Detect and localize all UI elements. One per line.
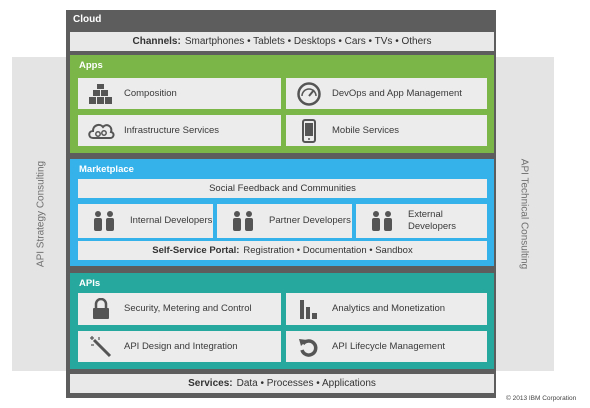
services-label: Services: (188, 378, 233, 389)
channels-label: Channels: (132, 36, 181, 47)
internal-developers-card: Internal Developers (78, 204, 213, 238)
api-strategy-consulting-label: API Strategy Consulting (35, 160, 47, 268)
api-lifecycle-card: API Lifecycle Management (286, 331, 487, 362)
analytics-label: Analytics and Monetization (332, 303, 446, 314)
api-strategy-consulting-bar: API Strategy Consulting (12, 57, 70, 371)
smartphone-icon (286, 118, 332, 143)
api-technical-consulting-label: API Technical Consulting (518, 158, 530, 270)
people-icon (78, 210, 130, 232)
services-text: Data • Processes • Applications (236, 378, 376, 389)
lock-icon (78, 298, 124, 320)
api-lifecycle-label: API Lifecycle Management (332, 340, 446, 352)
mobile-services-label: Mobile Services (332, 124, 400, 136)
gauge-icon (286, 81, 332, 106)
blocks-icon (78, 83, 124, 105)
marketplace-title: Marketplace (79, 164, 134, 175)
services-bar: Services: Data • Processes • Application… (70, 374, 494, 393)
internal-developers-label: Internal Developers (130, 215, 213, 226)
apps-title: Apps (79, 60, 103, 71)
bar-chart-icon (286, 298, 332, 320)
apps-section: Apps Composition DevOps and App Manageme… (70, 55, 494, 153)
refresh-icon (286, 336, 332, 358)
apis-title: APIs (79, 278, 101, 289)
self-service-portal-label: Self-Service Portal: (152, 245, 240, 256)
channels-text: Smartphones • Tablets • Desktops • Cars … (184, 36, 432, 47)
social-feedback-label: Social Feedback and Communities (209, 183, 356, 194)
social-feedback-bar: Social Feedback and Communities (78, 179, 487, 198)
people-icon (217, 210, 269, 232)
people-icon (356, 210, 408, 232)
composition-card: Composition (78, 78, 281, 109)
partner-developers-card: Partner Developers (217, 204, 352, 238)
analytics-card: Analytics and Monetization (286, 293, 487, 325)
apis-section: APIs Security, Metering and Control Anal… (70, 273, 494, 369)
cloud-title: Cloud (73, 14, 102, 25)
infrastructure-card: Infrastructure Services (78, 115, 281, 146)
api-technical-consulting-bar: API Technical Consulting (494, 57, 554, 371)
self-service-portal-text: Registration • Documentation • Sandbox (243, 245, 413, 256)
composition-label: Composition (124, 87, 177, 99)
channels-bar: Channels: Smartphones • Tablets • Deskto… (70, 32, 494, 51)
external-developers-label: External Developers (408, 209, 457, 232)
self-service-portal-bar: Self-Service Portal: Registration • Docu… (78, 241, 487, 260)
api-design-card: API Design and Integration (78, 331, 281, 362)
devops-label: DevOps and App Management (332, 87, 462, 99)
mobile-services-card: Mobile Services (286, 115, 487, 146)
magic-wand-icon (78, 335, 124, 359)
external-developers-card: External Developers (356, 204, 487, 238)
cloud-gears-icon (78, 120, 124, 142)
security-label: Security, Metering and Control (124, 303, 252, 314)
devops-card: DevOps and App Management (286, 78, 487, 109)
partner-developers-label: Partner Developers (269, 215, 351, 226)
copyright-text: © 2013 IBM Corporation (506, 395, 577, 402)
marketplace-section: Marketplace Social Feedback and Communit… (70, 159, 494, 266)
infrastructure-label: Infrastructure Services (124, 124, 220, 136)
security-card: Security, Metering and Control (78, 293, 281, 325)
api-design-label: API Design and Integration (124, 340, 238, 352)
